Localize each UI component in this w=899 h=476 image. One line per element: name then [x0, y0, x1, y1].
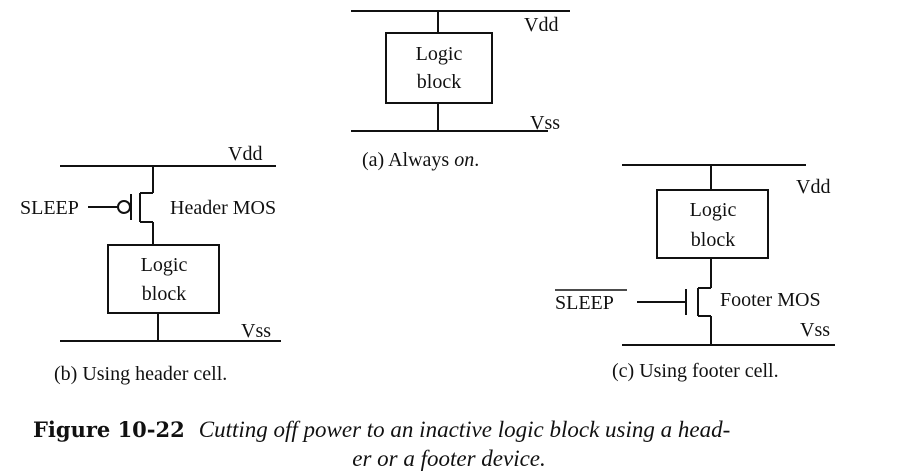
logic-block-b-line1: Logic [141, 254, 188, 276]
panel-a: Logic block Vdd Vss (a) Always on. [351, 10, 570, 171]
sleep-bar-label: SLEEP [555, 292, 614, 314]
vdd-label-a: Vdd [524, 14, 558, 36]
logic-block-b-line2: block [142, 283, 186, 305]
vdd-label-c: Vdd [796, 176, 830, 198]
logic-block-b [107, 244, 220, 314]
sleep-label-b: SLEEP [20, 197, 79, 219]
vss-label-a: Vss [530, 112, 560, 134]
panel-b: Vdd SLEEP Header MOS Logic block Vss (b)… [20, 143, 281, 385]
logic-block-a-line1: Logic [416, 43, 463, 65]
panel-c: Vdd Logic block SLEEP Footer MOS Vss (c)… [555, 164, 835, 382]
vss-label-c: Vss [800, 319, 830, 341]
header-gate-bubble [117, 200, 131, 214]
logic-block-a-line2: block [417, 71, 461, 93]
caption-c: (c) Using footer cell. [612, 360, 779, 382]
logic-block-c [656, 189, 769, 259]
logic-block-c-line2: block [691, 229, 735, 251]
figure-number: Figure 10-22 [33, 417, 185, 442]
caption-a: (a) Always on. [362, 149, 479, 171]
caption-b: (b) Using header cell. [54, 363, 227, 385]
vdd-label-b: Vdd [228, 143, 262, 165]
figure-caption-line2: er or a footer device. [352, 446, 546, 471]
footer-mos-label: Footer MOS [720, 289, 821, 311]
logic-block-c-line1: Logic [690, 199, 737, 221]
vss-label-b: Vss [241, 320, 271, 342]
header-mos-label: Header MOS [170, 197, 276, 219]
